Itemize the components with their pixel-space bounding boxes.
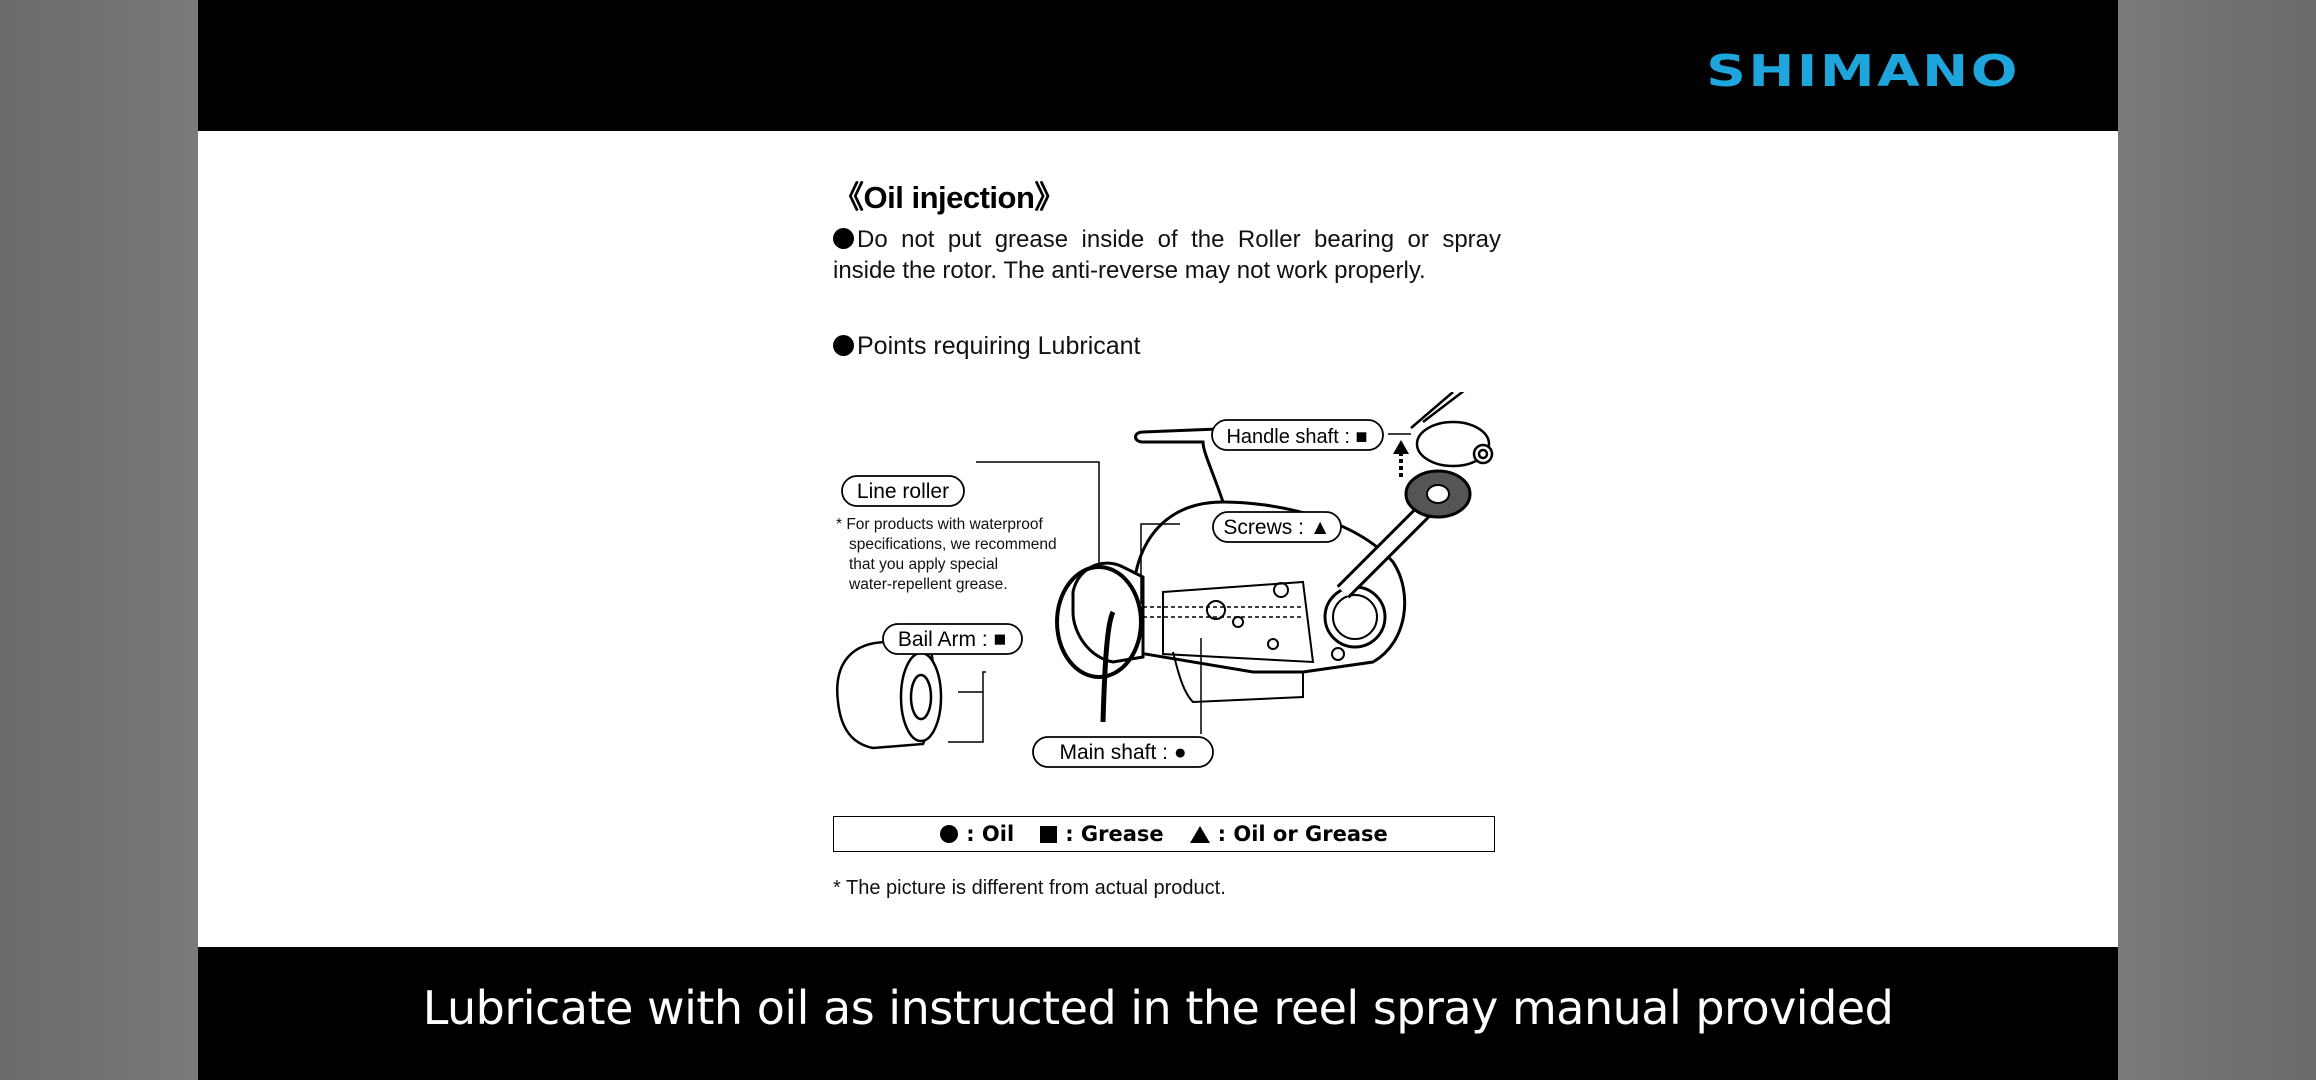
header-bar: SHIMANO <box>198 0 2118 131</box>
grease-warning: Do not put grease inside of the Roller b… <box>833 224 1501 286</box>
svg-text:specifications, we recommend: specifications, we recommend <box>849 536 1057 553</box>
line-roller-highlight <box>1055 565 1143 679</box>
square-icon <box>1040 825 1058 843</box>
bullet-icon <box>833 228 854 249</box>
svg-text:* For products with waterproof: * For products with waterproof <box>836 516 1043 533</box>
svg-text:Bail Arm : ■: Bail Arm : ■ <box>898 628 1006 651</box>
video-frame: SHIMANO 《Oil injection》 Do not put greas… <box>198 0 2118 1080</box>
lubricant-points-text: Points requiring Lubricant <box>857 332 1141 360</box>
line-roller-label: Line roller <box>841 475 965 507</box>
screws-label: Screws : ▲ <box>1212 511 1342 543</box>
svg-text:water-repellent grease.: water-repellent grease. <box>848 576 1008 593</box>
svg-text:Line roller: Line roller <box>857 480 949 503</box>
lubricant-points-heading: Points requiring Lubricant <box>833 332 1141 361</box>
legend-oil-or-grease: : Oil or Grease <box>1189 822 1388 846</box>
lubricant-legend: : Oil : Grease : Oil or Grease <box>833 816 1495 852</box>
brand-logo: SHIMANO <box>1706 46 2020 97</box>
left-margin <box>0 0 198 1080</box>
handle-knob-drawing <box>1410 392 1494 468</box>
svg-text:that you apply special: that you apply special <box>849 556 998 573</box>
picture-footnote: * The picture is different from actual p… <box>833 877 1226 899</box>
video-caption: Lubricate with oil as instructed in the … <box>422 981 1894 1035</box>
reel-body-drawing <box>1071 424 1472 723</box>
right-margin <box>2118 0 2316 1080</box>
svg-text:Handle shaft : ■: Handle shaft : ■ <box>1226 426 1367 448</box>
bail-arm-label: Bail Arm : ■ <box>882 623 1023 655</box>
main-shaft-label: Main shaft : ● <box>1032 736 1214 768</box>
leader-lines <box>948 433 1411 743</box>
svg-text:Screws : ▲: Screws : ▲ <box>1223 516 1330 539</box>
legend-grease: : Grease <box>1040 822 1164 846</box>
manual-page: 《Oil injection》 Do not put grease inside… <box>833 172 1513 912</box>
caption-bar: Lubricate with oil as instructed in the … <box>198 947 2118 1080</box>
reel-diagram: Handle shaft : ■ Line roller * For produ… <box>836 392 1494 768</box>
triangle-icon <box>1189 825 1210 843</box>
handle-arrow <box>1393 440 1409 480</box>
waterproof-note: * For products with waterproof specifica… <box>836 516 1057 593</box>
section-title: 《Oil injection》 <box>833 180 1065 215</box>
dot-icon <box>940 825 959 843</box>
bullet-icon <box>833 335 854 356</box>
legend-oil: : Oil <box>940 822 1014 846</box>
svg-text:Main shaft : ●: Main shaft : ● <box>1059 741 1186 764</box>
grease-warning-text: Do not put grease inside of the Roller b… <box>833 226 1501 284</box>
handle-shaft-label: Handle shaft : ■ <box>1211 419 1384 451</box>
